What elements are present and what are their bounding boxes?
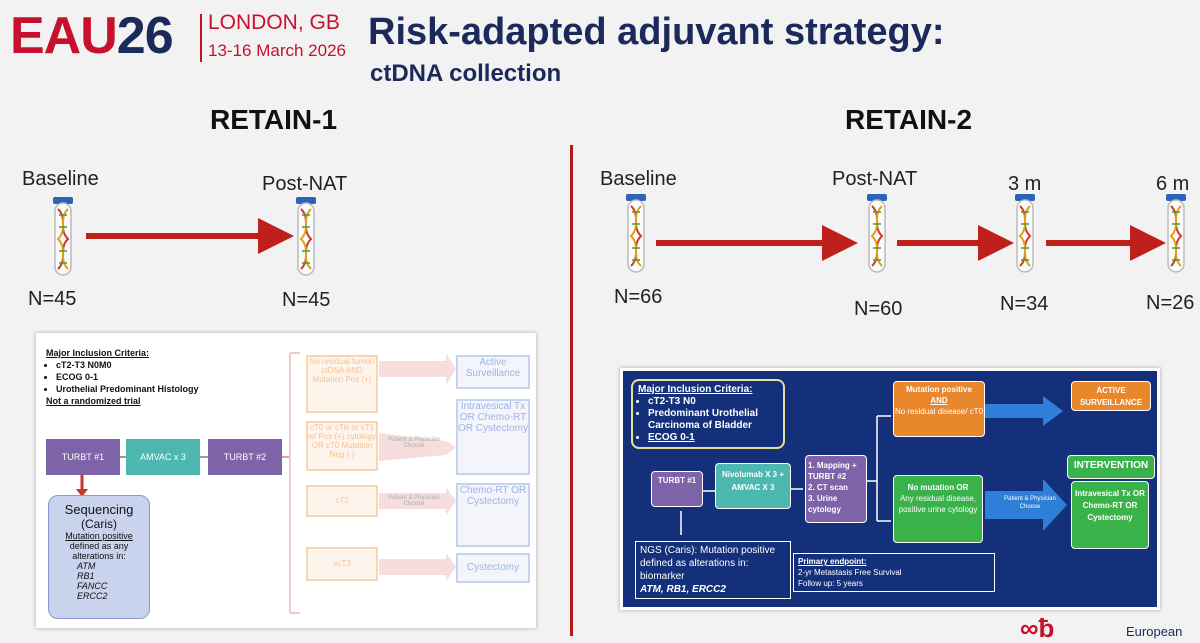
timepoint-label: Post-NAT	[262, 173, 348, 195]
timepoint-label: 3 m	[1008, 173, 1042, 195]
conference-dates: 13-16 March 2026	[208, 41, 346, 60]
faded-outcome-box: Active Surveillance	[456, 355, 530, 389]
gene-item: RB1	[77, 571, 95, 581]
sample-tube-icon	[295, 196, 317, 276]
sample-count: N=26	[1146, 292, 1195, 314]
logo-divider	[200, 14, 202, 62]
r2-mutation-positive: Mutation positive AND No residual diseas…	[893, 381, 985, 437]
retain2-schema: Major Inclusion Criteria: cT2-T3 N0 Pred…	[620, 368, 1160, 610]
faded-criteria-box: cT0 or cTis or cT1 w/ Pos (+) cytology O…	[306, 421, 378, 471]
timeline-graphics	[52, 193, 1187, 276]
r2-intervention-options: Intravesical Tx OR Chemo-RT OR Cystectom…	[1071, 481, 1149, 549]
timepoint-label: Baseline	[600, 168, 677, 190]
sample-tube-icon	[1014, 193, 1036, 273]
faded-choose: Patient & Physician Choose	[388, 437, 440, 449]
sample-tube-icon	[866, 193, 888, 273]
faded-criteria-box: ≥cT3	[306, 547, 378, 581]
faded-criteria-box: cT2	[306, 485, 378, 517]
r2-primary-endpoint: Primary endpoint: 2-yr Metastasis Free S…	[793, 553, 995, 592]
gene-item: ATM	[77, 561, 96, 571]
step-turbt2: TURBT #2	[208, 439, 282, 475]
step-amvac: AMVAC x 3	[126, 439, 200, 475]
sample-count: N=60	[854, 298, 903, 320]
step-turbt1: TURBT #1	[46, 439, 120, 475]
slide-subtitle: ctDNA collection	[370, 60, 562, 87]
r2-choose-label: Patient & Physician Choose	[1004, 496, 1056, 510]
faded-outcome-box: Cystectomy	[456, 553, 530, 583]
r2-ngs-box: NGS (Caris): Mutation positive defined a…	[635, 541, 791, 599]
sample-tube-icon	[625, 193, 647, 273]
retain1-title: RETAIN-1	[210, 104, 338, 135]
faded-outcome-box: Chemo-RT OR Cystectomy	[456, 483, 530, 547]
sequencing-box: Sequencing (Caris) Mutation positive def…	[48, 495, 150, 619]
footer-logo-text: European	[1126, 624, 1183, 639]
r2-no-mutation: No mutation OR Any residual disease, pos…	[893, 475, 983, 543]
slide-title: Risk-adapted adjuvant strategy:	[368, 11, 945, 53]
footer-logo-mark: ∞ƀ	[1020, 613, 1055, 643]
sample-count: N=45	[28, 288, 77, 310]
retain2-connectors	[680, 396, 1067, 535]
sample-tube-icon	[52, 196, 74, 276]
gene-item: ERCC2	[77, 591, 108, 601]
sample-count: N=34	[1000, 293, 1049, 315]
faded-criteria-box: No residual tumor/ ctDNA AND Mutation Po…	[306, 355, 378, 413]
retain1-schema: Major Inclusion Criteria: cT2-T3 N0M0 EC…	[36, 333, 536, 628]
r2-nivolumab-amvac: Nivolumab X 3 + AMVAC X 3	[715, 463, 791, 509]
retain2-criteria: Major Inclusion Criteria: cT2-T3 N0 Pred…	[631, 379, 785, 449]
center-divider	[570, 145, 573, 636]
conference-location: LONDON, GB	[208, 11, 340, 34]
retain2-title: RETAIN-2	[845, 104, 973, 135]
retain1-connectors	[76, 352, 456, 614]
retain1-criteria: Major Inclusion Criteria: cT2-T3 N0M0 EC…	[46, 347, 199, 407]
r2-active-surveillance: ACTIVE SURVEILLANCE	[1071, 381, 1151, 411]
eau-logo: EAU26	[10, 7, 174, 65]
r2-intervention-header: INTERVENTION	[1067, 455, 1155, 479]
faded-outcome-box: Intravesical Tx OR Chemo-RT OR Cystectom…	[456, 399, 530, 475]
timepoint-label: 6 m	[1156, 173, 1190, 195]
sample-tube-icon	[1165, 193, 1187, 273]
r2-assessment: 1. Mapping + TURBT #2 2. CT scan 3. Urin…	[805, 455, 867, 523]
not-randomized-note: Not a randomized trial	[46, 396, 141, 406]
sample-count: N=45	[282, 289, 331, 311]
gene-item: FANCC	[77, 581, 108, 591]
timepoint-label: Post-NAT	[832, 168, 918, 190]
sample-count: N=66	[614, 286, 663, 308]
timepoint-label: Baseline	[22, 168, 99, 190]
faded-choose: Patient & Physician Choose	[388, 495, 440, 507]
r2-turbt1: TURBT #1	[651, 471, 703, 507]
